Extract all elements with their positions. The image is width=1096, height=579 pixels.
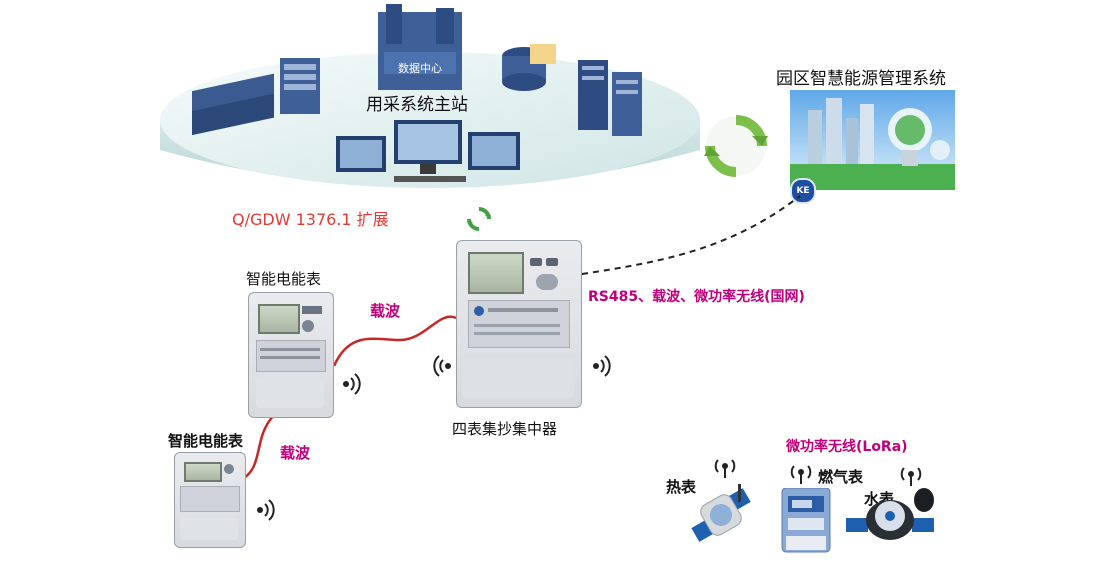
wireless-signal-icon (433, 355, 451, 377)
wireless-signal-icon (593, 355, 611, 377)
wireless-signal-icon (790, 465, 812, 484)
wireless-signal-icon (900, 467, 922, 486)
smart-meter-top (248, 292, 334, 418)
heat-meter-label: 热表 (666, 478, 697, 496)
master-station-platform (160, 4, 700, 188)
wireless-signal-icon (343, 373, 361, 395)
concentrator-label: 四表集抄集中器 (452, 420, 558, 438)
energy-system-title: 园区智慧能源管理系统 (776, 69, 946, 89)
heat-meter (691, 484, 751, 542)
building-icon (378, 4, 462, 90)
lora-label: 微功率无线(LoRa) (786, 439, 908, 455)
master-station-title: 用采系统主站 (366, 95, 468, 115)
wireless-signal-icon (714, 459, 736, 478)
database-icon (502, 44, 556, 91)
rs485-label: RS485、载波、微功率无线(国网) (588, 289, 805, 305)
refresh-icon (704, 115, 768, 177)
ke-badge: KE (790, 178, 816, 204)
data-center-label: 数据中心 (398, 62, 442, 75)
smart-meter-bottom (174, 452, 246, 548)
water-meter (846, 488, 934, 540)
gas-meter-label: 燃气表 (818, 468, 864, 486)
protocol-label: Q/GDW 1376.1 扩展 (232, 210, 389, 229)
refresh-icon (467, 207, 491, 231)
concentrator (456, 240, 582, 408)
carrier-label-top: 载波 (370, 302, 401, 320)
server-icon (578, 60, 642, 136)
master-station: 数据中心 用采系统主站 (150, 0, 710, 205)
energy-system-image (790, 90, 955, 190)
gas-meter (781, 488, 831, 553)
server-icon (192, 58, 320, 136)
monitor-icon (336, 120, 520, 182)
wireless-signal-icon (257, 499, 275, 521)
meter-top-label: 智能电能表 (246, 270, 322, 288)
meter-bottom-label: 智能电能表 (168, 432, 244, 450)
carrier-label-bottom: 载波 (280, 444, 311, 462)
